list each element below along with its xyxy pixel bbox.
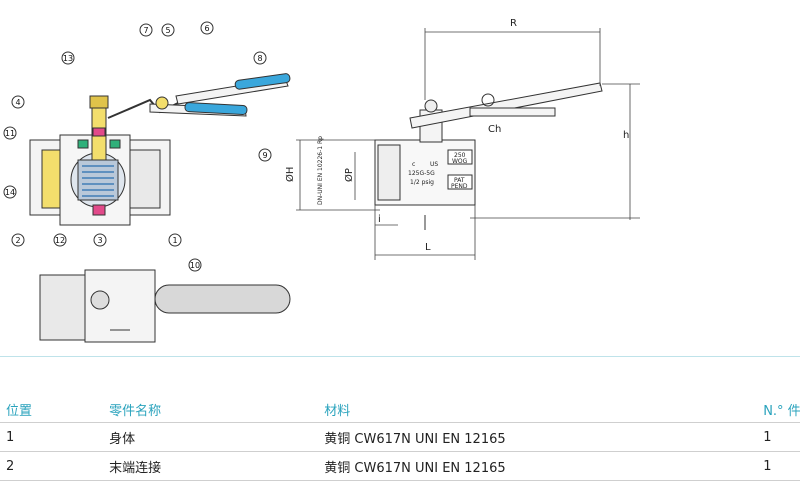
header-position: 位置 [0, 396, 104, 423]
callout-8: 8 [253, 51, 267, 65]
callout-12: 12 [53, 233, 67, 247]
callouts: 13 7 5 6 8 4 11 14 2 12 3 1 9 10 [3, 21, 272, 272]
dim-l-label: L [425, 242, 431, 253]
svg-text:8: 8 [257, 54, 262, 63]
table-row: 1 身体 黄铜 CW617N UNI EN 12165 1 [0, 422, 800, 452]
marking-pat: PAT [454, 177, 465, 184]
marking-pend: PEND [451, 183, 468, 190]
cell-position: 2 [0, 451, 104, 481]
header-material: 材料 [318, 396, 758, 423]
callout-10: 10 [188, 258, 202, 272]
cell-position: 1 [0, 422, 104, 452]
svg-text:12: 12 [55, 236, 65, 245]
dim-oh-label: ØH [284, 167, 296, 182]
cell-material: 黄铜 CW617N UNI EN 12165 [318, 422, 758, 452]
valve-technical-drawing: 13 7 5 6 8 4 11 14 2 12 3 1 9 10 R h Ch … [3, 18, 640, 343]
table-row: 2 末端连接 黄铜 CW617N UNI EN 12165 1 [0, 451, 800, 481]
side-view [374, 82, 603, 230]
callout-4: 4 [11, 95, 25, 109]
svg-text:2: 2 [15, 236, 20, 245]
svg-text:6: 6 [204, 24, 209, 33]
callout-7: 7 [139, 23, 153, 37]
cell-part-name: 身体 [103, 422, 319, 452]
marking-rating: 125G-5G [408, 170, 435, 177]
marking-250: 250 [454, 152, 466, 159]
header-quantity: N.° 件 [757, 396, 800, 423]
callout-14: 14 [3, 185, 17, 199]
svg-text:10: 10 [190, 261, 200, 270]
section-divider [0, 356, 800, 357]
dim-r-label: R [510, 18, 517, 29]
parts-table: 位置 零件名称 材料 N.° 件 1 身体 黄铜 CW617N UNI EN 1… [0, 396, 800, 481]
svg-text:14: 14 [5, 188, 15, 197]
svg-text:5: 5 [165, 26, 170, 35]
callout-1: 1 [168, 233, 182, 247]
plan-view [39, 269, 291, 343]
svg-text:13: 13 [63, 54, 73, 63]
dim-standard-label: DN-UNI EN 10226-1 Rp [317, 136, 324, 205]
marking-psig: 1/2 psig [410, 179, 434, 186]
section-view [29, 73, 291, 226]
callout-2: 2 [11, 233, 25, 247]
cell-part-name: 末端连接 [103, 451, 319, 481]
dim-op-label: ØP [343, 168, 355, 182]
callout-3: 3 [93, 233, 107, 247]
marking-c: c [412, 161, 415, 168]
marking-wog: WOG [452, 158, 468, 165]
svg-text:3: 3 [97, 236, 102, 245]
callout-13: 13 [61, 51, 75, 65]
marking-us: US [430, 161, 438, 168]
svg-text:9: 9 [262, 151, 267, 160]
svg-text:7: 7 [143, 26, 148, 35]
cell-quantity: 1 [757, 451, 800, 481]
cell-quantity: 1 [757, 422, 800, 452]
table-header-row: 位置 零件名称 材料 N.° 件 [0, 396, 800, 423]
dim-i-label: i [378, 214, 381, 225]
dim-h-label: h [623, 130, 629, 141]
svg-text:1: 1 [172, 236, 177, 245]
header-part-name: 零件名称 [103, 396, 319, 423]
callout-9: 9 [258, 148, 272, 162]
callout-11: 11 [3, 126, 17, 140]
dimension-lines [296, 28, 640, 260]
dim-ch-label: Ch [488, 124, 501, 135]
callout-5: 5 [161, 23, 175, 37]
svg-text:4: 4 [15, 98, 20, 107]
cell-material: 黄铜 CW617N UNI EN 12165 [318, 451, 758, 481]
callout-6: 6 [200, 21, 214, 35]
svg-text:11: 11 [5, 129, 15, 138]
